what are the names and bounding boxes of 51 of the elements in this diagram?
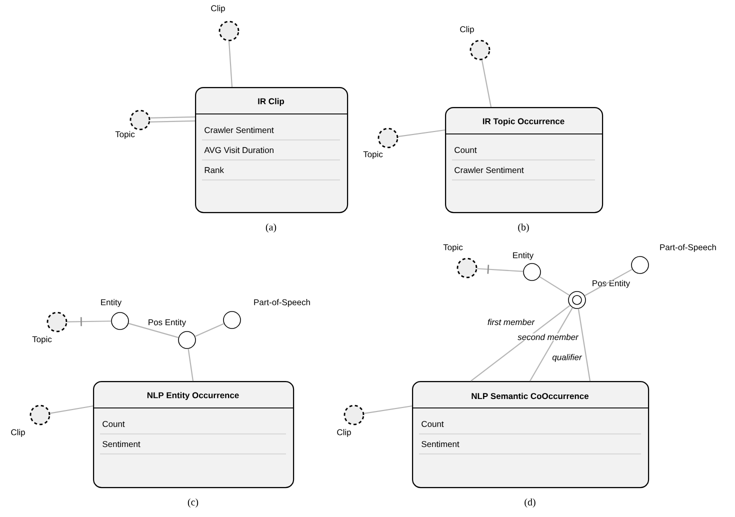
connector-line	[188, 348, 194, 382]
circle-label: Topic	[363, 151, 383, 159]
edge-label: first member	[486, 318, 536, 326]
box-title: IR Clip	[258, 98, 284, 106]
circle-label: Clip	[460, 26, 474, 34]
attribute-label: Rank	[204, 166, 224, 174]
circle-label: Topic	[32, 336, 52, 344]
circle-label: Pos Entity	[592, 280, 630, 288]
circle-label: Clip	[11, 429, 25, 437]
connector-line	[50, 405, 94, 414]
connector-line	[364, 405, 412, 414]
connector-line	[470, 304, 570, 382]
connector-line	[398, 129, 446, 138]
panel-caption: (d)	[524, 498, 536, 508]
circle-label: Part-of-Speech	[254, 299, 310, 307]
circle-label: Topic	[443, 244, 463, 252]
box-title: NLP Semantic CoOccurrence	[472, 392, 589, 400]
connector-line	[150, 116, 196, 119]
connector-line	[228, 41, 233, 88]
connector-line	[150, 120, 196, 123]
attribute-label: Crawler Sentiment	[204, 126, 274, 134]
connector-line	[67, 317, 112, 326]
connector-line	[194, 323, 224, 337]
circle-label: Clip	[211, 5, 225, 13]
attribute-label: AVG Visit Duration	[204, 146, 274, 154]
circle-label: Entity	[513, 252, 534, 260]
circle-label: Entity	[101, 299, 122, 307]
circle-label: Topic	[115, 131, 135, 139]
connector-line	[128, 322, 179, 338]
connector-line	[539, 276, 570, 296]
attribute-label: Count	[102, 421, 125, 427]
circle-label: Part-of-Speech	[660, 244, 716, 252]
box-title: NLP Entity Occurrence	[147, 392, 239, 400]
box-title: IR Topic Occurrence	[482, 118, 564, 126]
panel-caption: (a)	[266, 223, 276, 232]
attribute-label: Sentiment	[422, 440, 460, 448]
attribute-label: Crawler Sentiment	[454, 166, 524, 174]
edge-label: qualifier	[552, 354, 582, 362]
circle-label: Clip	[337, 429, 351, 437]
connector-line	[584, 268, 632, 296]
connector-line	[530, 307, 574, 382]
panel-caption: (b)	[518, 223, 529, 232]
connector-line	[578, 308, 591, 382]
panel-caption: (c)	[188, 498, 198, 508]
connector-line	[481, 60, 492, 108]
edge-label: second member	[517, 333, 579, 341]
connector-line	[477, 264, 524, 274]
attribute-label: Sentiment	[102, 440, 140, 448]
attribute-label: Count	[454, 147, 477, 153]
attribute-label: Count	[422, 421, 444, 427]
circle-label: Pos Entity	[148, 319, 186, 327]
